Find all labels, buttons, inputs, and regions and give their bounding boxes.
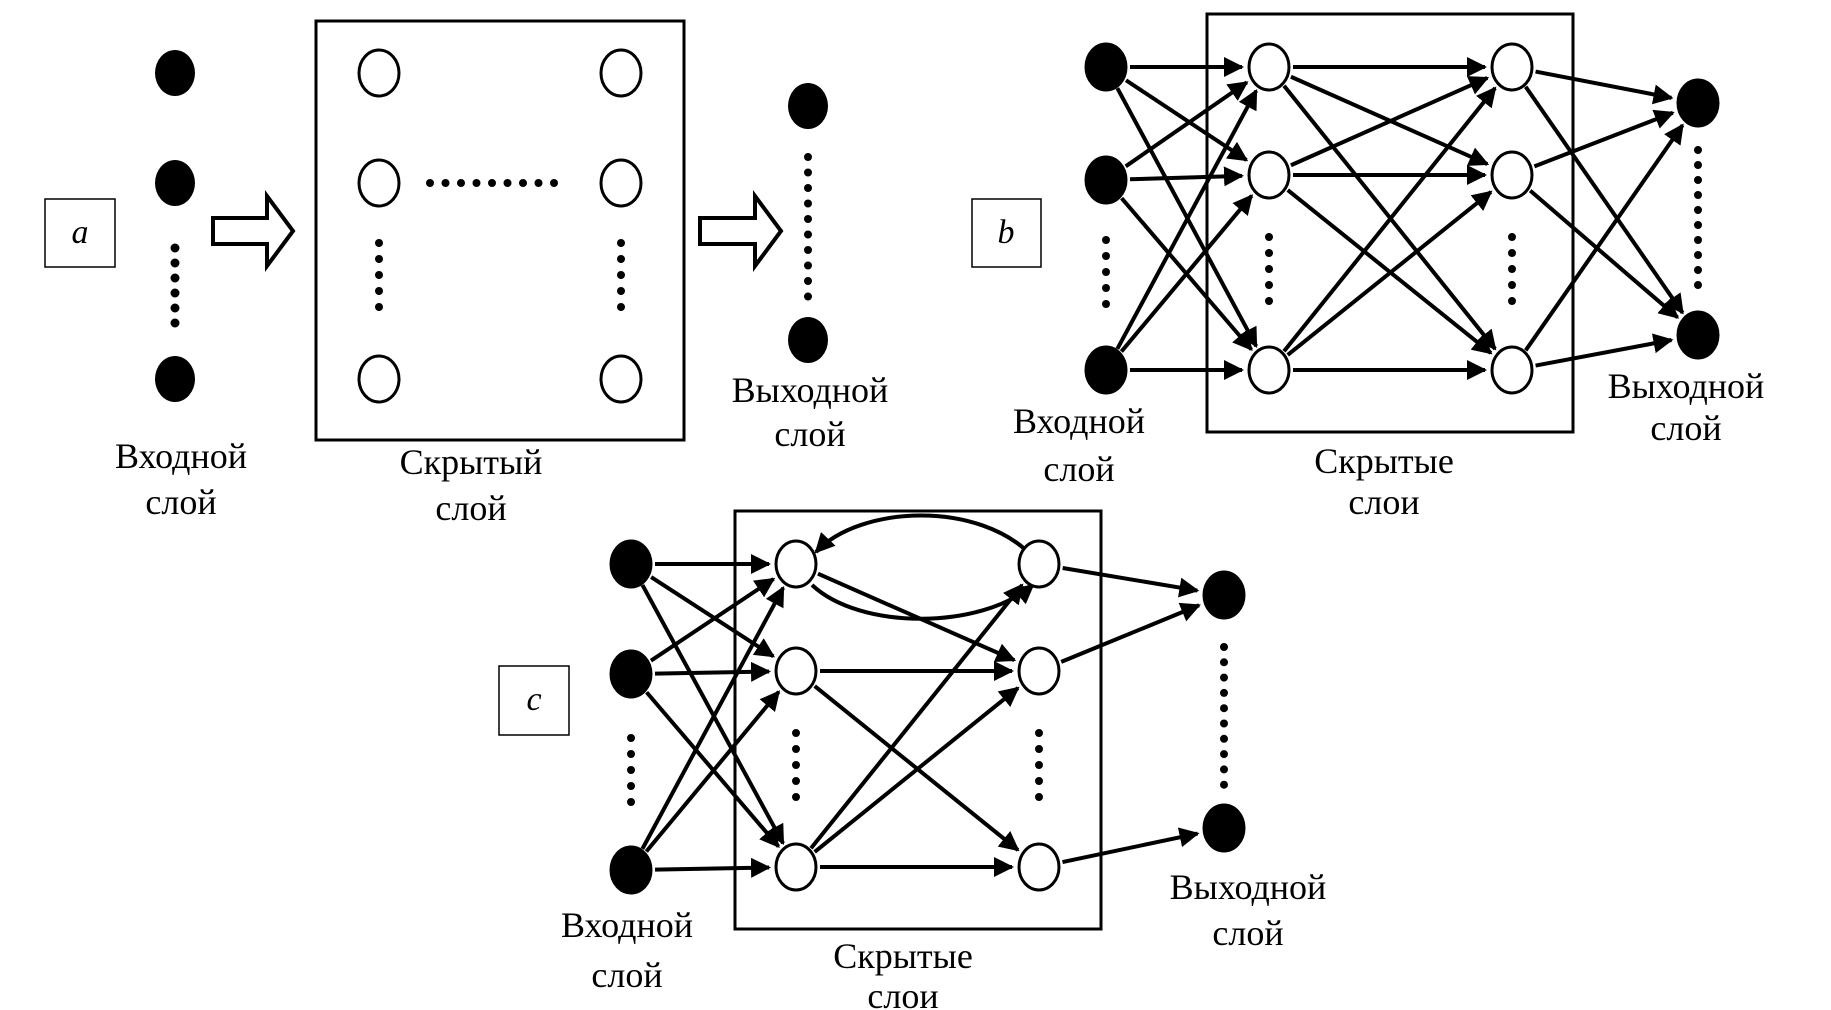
output-node [1676,78,1720,128]
hidden-layer-label: слои [1348,482,1419,522]
panel-a-output-layer [788,83,828,363]
hidden-layer-label: слои [867,976,938,1010]
hidden-node [599,158,643,208]
hidden-node [1490,42,1534,92]
connection-arrow [654,857,772,878]
input-layer-label: слой [1043,449,1114,489]
connection-arrow [1533,109,1675,169]
hollow-arrow-icon [211,189,296,273]
input-node [155,356,195,402]
hidden-node [774,842,818,892]
panel-a: a Входной слой Скрытый [44,19,889,528]
connection-arrow [1062,827,1200,865]
output-node [1676,310,1720,360]
output-layer-label: Выходной [1170,867,1327,907]
connection-arrow [1129,166,1245,187]
connection-arrow [1119,194,1254,353]
panel-c-hidden-box [733,509,1103,931]
hidden-node [599,48,643,98]
panel-a-input-layer [155,50,195,402]
hidden-node [599,354,643,404]
input-node [609,845,653,895]
panel-c: c Входной слой Скрытые слои Выходной сло… [498,509,1327,1010]
connection-arrow [1290,76,1490,168]
output-layer-label: слой [1650,408,1721,448]
connection-arrow [1115,89,1258,350]
output-layer-label: Выходной [732,370,889,410]
connection-arrow [640,586,785,850]
hidden-layer-label: Скрытые [833,936,973,976]
connection-arrow [1524,123,1685,352]
hollow-arrow-icon [698,189,784,273]
output-node [1202,570,1246,620]
recurrent-connection [810,583,1035,621]
hidden-node [357,354,401,404]
connection-arrow [1124,78,1249,162]
panel-a-hidden-box [314,19,686,442]
output-node [788,317,828,363]
hidden-layer-label: Скрытые [1314,441,1454,481]
connection-arrow [1060,602,1201,664]
input-node [1084,345,1128,395]
input-node [609,539,653,589]
hidden-node [1490,345,1534,395]
connection-arrow [649,577,776,663]
panel-b-nodes [1084,42,1720,395]
connection-arrow [1528,189,1680,319]
panel-c-tag: c [526,681,541,718]
recurrent-connection [814,513,1035,559]
connection-arrow [1286,190,1493,357]
panel-c-nodes [609,539,1246,895]
panel-c-connections [640,554,1201,878]
connection-arrow [1535,69,1674,105]
connection-arrow [644,690,781,853]
hidden-layer-label: слой [435,488,506,528]
hidden-layer-label: Скрытый [400,442,543,482]
hidden-node [1247,42,1291,92]
hidden-node [1490,150,1534,200]
input-node [155,160,195,206]
output-layer-label: слой [1212,913,1283,953]
input-node [609,649,653,699]
hidden-node [1017,842,1061,892]
panel-b: b Входной слой Скрытые слои Выходной сло… [971,12,1765,522]
hidden-node [774,539,818,589]
hidden-node [357,48,401,98]
panel-b-hidden-box [1205,12,1575,434]
output-node [788,83,828,129]
input-layer-label: Входной [115,436,247,476]
connection-arrow [1524,85,1685,315]
input-node [1084,42,1128,92]
input-layer-label: слой [591,955,662,995]
hidden-node [1247,150,1291,200]
hidden-node [774,646,818,696]
connection-arrow [1282,86,1497,353]
input-node [1084,155,1128,205]
panel-a-tag: a [72,214,89,251]
panel-b-tag-box [971,198,1042,268]
panel-b-tag: b [998,214,1015,251]
connection-arrow [1124,80,1249,168]
connection-arrow [1062,565,1200,598]
panel-b-connections [1115,57,1685,380]
input-node [155,50,195,96]
connection-arrow [813,686,1020,854]
input-layer-label: слой [145,482,216,522]
panel-a-tag-box [44,198,116,268]
panel-c-tag-box [498,665,570,736]
output-layer-label: слой [774,414,845,454]
hidden-node [1017,646,1061,696]
panel-a-hidden-layer [357,48,643,404]
hidden-node [357,158,401,208]
connection-arrow [809,583,1024,850]
input-layer-label: Входной [1013,401,1145,441]
connection-arrow [654,661,772,682]
hidden-node [1247,345,1291,395]
connection-arrow [1535,333,1674,368]
input-layer-label: Входной [561,905,693,945]
output-layer-label: Выходной [1608,366,1765,406]
hidden-node [1017,539,1061,589]
output-node [1202,803,1246,853]
